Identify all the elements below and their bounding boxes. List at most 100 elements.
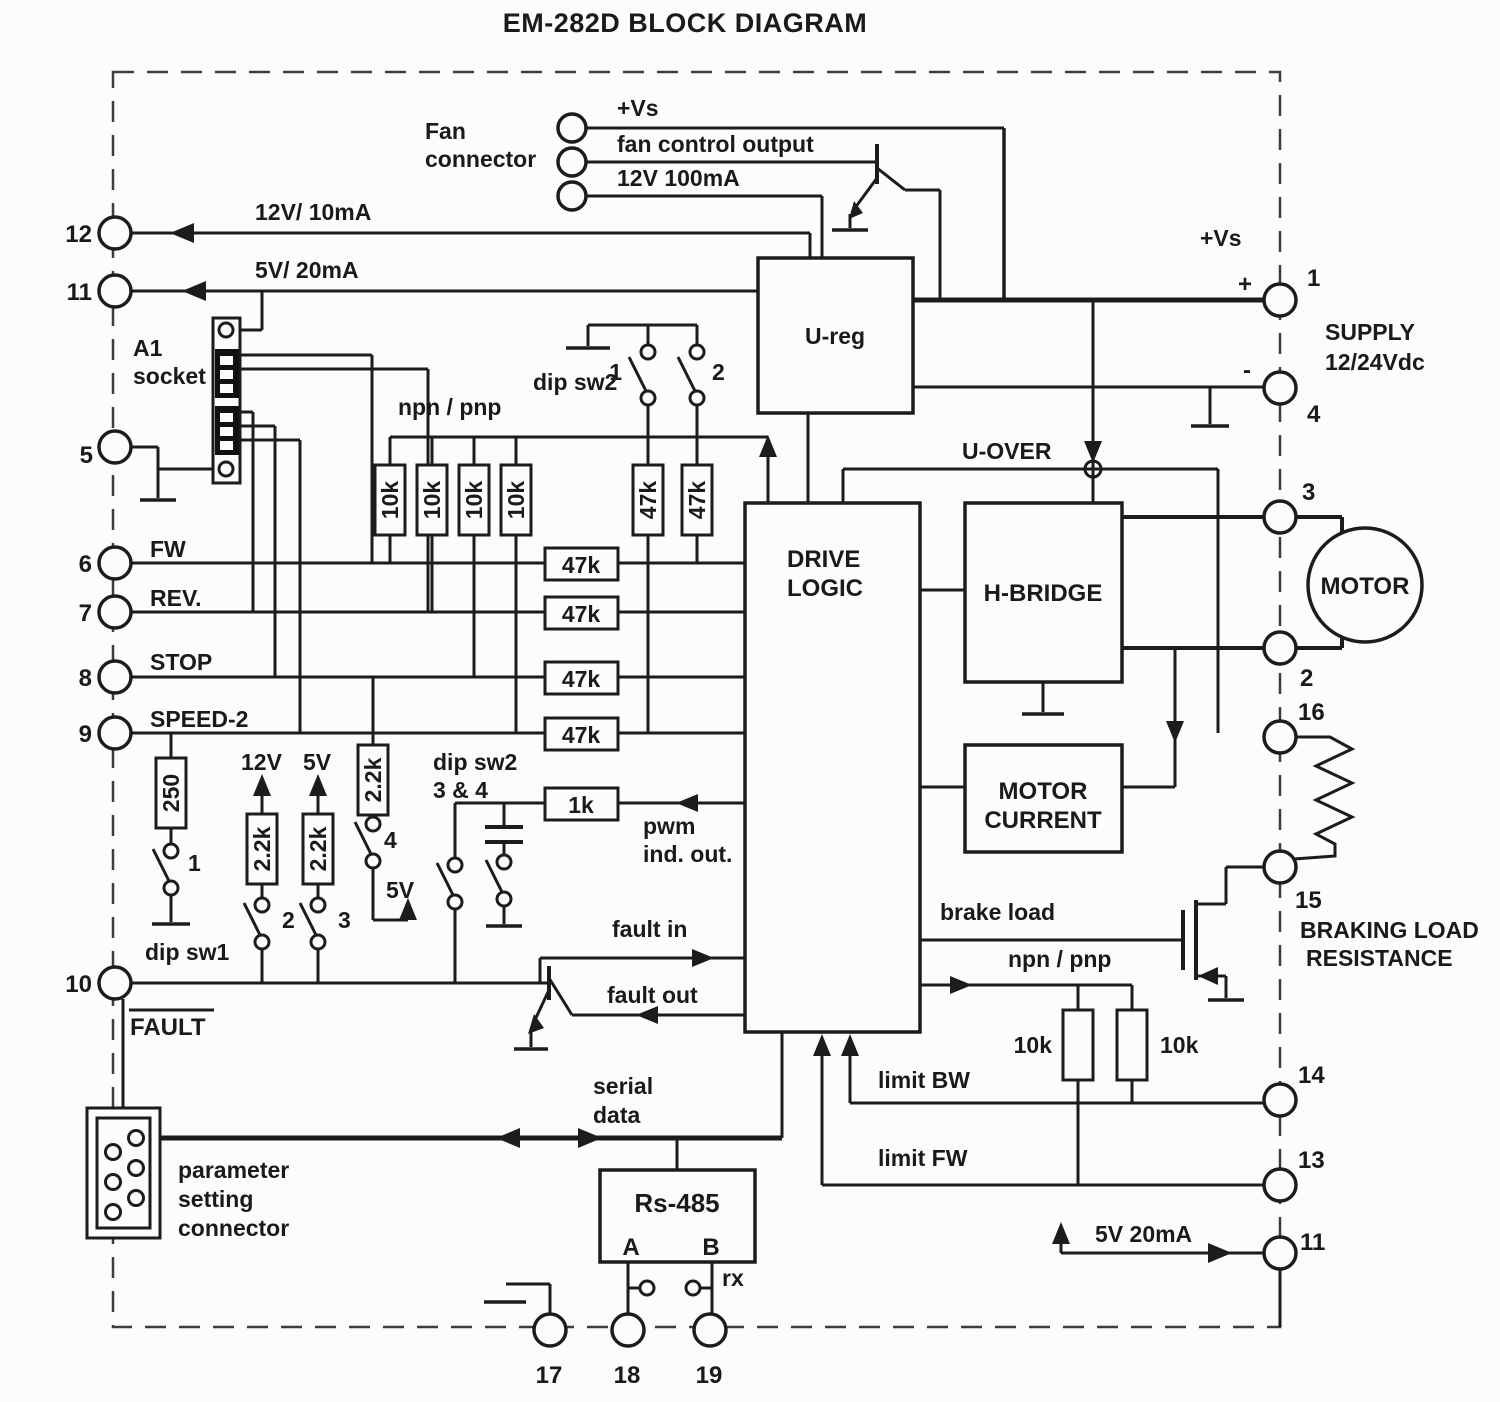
- resistor-47k-v2: 47k: [684, 481, 710, 520]
- terminal-pads: [97, 215, 1298, 1348]
- terminal-7-num: 7: [79, 600, 92, 627]
- resistor-10k-limit-right: 10k: [1160, 1032, 1199, 1058]
- terminal-1-pad: [1262, 282, 1298, 318]
- resistor-47k-rev: 47k: [562, 601, 601, 627]
- terminal-2-num: 2: [1300, 665, 1313, 692]
- param-label-2: setting: [178, 1186, 253, 1212]
- label-plus: +: [1238, 271, 1252, 298]
- param-label-1: parameter: [178, 1157, 289, 1183]
- rs485-pin-b: B: [702, 1234, 719, 1261]
- label-rail-12v: 12V: [241, 749, 283, 775]
- parameter-connector: [85, 1106, 162, 1240]
- terminal-18-num: 18: [614, 1362, 641, 1389]
- fan-pin-ctrl: fan control output: [617, 131, 814, 157]
- label-stop: STOP: [150, 649, 212, 675]
- fan-pin-vs: +Vs: [617, 95, 659, 121]
- label-12v-10ma: 12V/ 10mA: [255, 199, 371, 225]
- label-sw2-4: 4: [384, 827, 397, 853]
- resistor-47k-fw: 47k: [562, 552, 601, 578]
- resistor-2k2-sw4: 2.2k: [360, 757, 386, 802]
- label-fault: FAULT: [130, 1014, 206, 1041]
- terminal-16-pad: [1262, 719, 1298, 755]
- a1-socket-label-2: socket: [133, 363, 206, 389]
- label-sw1-3: 3: [338, 907, 351, 933]
- resistor-47k-speed: 47k: [562, 722, 601, 748]
- rs485-block: [598, 1168, 757, 1264]
- terminal-12-pad: [97, 215, 133, 251]
- label-rail-5v-sw4: 5V: [386, 877, 415, 903]
- terminal-6-num: 6: [79, 551, 92, 578]
- a1-socket-label-1: A1: [133, 335, 163, 361]
- resistor-1k: 1k: [568, 792, 594, 818]
- terminal-17-pad: [532, 1312, 568, 1348]
- terminal-14-pad: [1262, 1082, 1298, 1118]
- label-rev: REV.: [150, 585, 202, 611]
- label-limit-bw: limit BW: [878, 1067, 970, 1093]
- terminal-5-pad: [97, 429, 133, 465]
- terminal-10-num: 10: [65, 971, 92, 998]
- terminal-17-num: 17: [536, 1362, 563, 1389]
- terminal-16-num: 16: [1298, 699, 1325, 726]
- terminal-3-pad: [1262, 499, 1298, 535]
- label-dip-sw1: dip sw1: [145, 939, 230, 965]
- terminal-8-num: 8: [79, 665, 92, 692]
- motor-current-label-1: MOTOR: [999, 778, 1088, 805]
- terminal-15-num: 15: [1295, 887, 1322, 914]
- fan-connector: [556, 112, 588, 212]
- param-label-3: connector: [178, 1215, 289, 1241]
- terminal-15-pad: [1262, 849, 1298, 885]
- label-vs-right: +Vs: [1200, 225, 1242, 251]
- terminal-19-pad: [692, 1312, 728, 1348]
- terminal-9-pad: [97, 715, 133, 751]
- terminal-13-pad: [1262, 1167, 1298, 1203]
- label-5v-20ma: 5V/ 20mA: [255, 257, 359, 283]
- terminal-11b-pad: [1262, 1235, 1298, 1271]
- label-braking-2: RESISTANCE: [1306, 945, 1453, 971]
- terminal-13-num: 13: [1298, 1147, 1325, 1174]
- terminal-1-num: 1: [1307, 265, 1320, 292]
- terminal-4-pad: [1262, 370, 1298, 406]
- label-dip-sw2: dip sw2: [533, 369, 617, 395]
- terminal-11-pad: [97, 273, 133, 309]
- rx-jumper-pin-b: [684, 1279, 702, 1297]
- u-over-label: U-OVER: [962, 438, 1052, 464]
- resistor-250: 250: [158, 774, 184, 812]
- diagram-title: EM-282D BLOCK DIAGRAM: [503, 8, 868, 38]
- resistor-10k-3: 10k: [461, 481, 487, 520]
- resistor-47k-v1: 47k: [635, 481, 661, 520]
- label-minus: -: [1243, 357, 1251, 384]
- label-sw1-2: 2: [282, 907, 295, 933]
- label-dipsw2-34b: 3 & 4: [433, 777, 488, 803]
- terminal-12-num: 12: [65, 221, 92, 248]
- motor-current-block: [963, 743, 1124, 854]
- label-speed2: SPEED-2: [150, 706, 248, 732]
- label-supply-1: SUPPLY: [1325, 319, 1415, 345]
- label-supply-2: 12/24Vdc: [1325, 349, 1425, 375]
- resistor-10k-4: 10k: [503, 481, 529, 520]
- label-sw2-2: 2: [712, 359, 725, 385]
- resistors: 10k 10k 10k 10k 47k 47k 47k 47k 47k 47k …: [154, 463, 1199, 1082]
- motor-current-label-2: CURRENT: [984, 807, 1102, 834]
- terminal-14-num: 14: [1298, 1062, 1325, 1089]
- resistor-2k2-5v: 2.2k: [305, 826, 331, 871]
- terminal-9-num: 9: [79, 721, 92, 748]
- terminal-6-pad: [97, 545, 133, 581]
- terminal-11-num: 11: [67, 279, 92, 306]
- label-pwm-2: ind. out.: [643, 841, 732, 867]
- label-rx: rx: [722, 1265, 744, 1291]
- label-fw: FW: [150, 536, 186, 562]
- drive-logic-block: [743, 501, 922, 1034]
- label-npn-pnp-top: npn / pnp: [398, 394, 501, 420]
- label-5v-20ma-bottom: 5V 20mA: [1095, 1221, 1192, 1247]
- label-rail-5v: 5V: [303, 749, 332, 775]
- h-bridge-label: H-BRIDGE: [984, 580, 1103, 607]
- a1-socket: [211, 316, 242, 485]
- label-sw2-1: 1: [609, 359, 622, 385]
- drive-logic-label-1: DRIVE: [787, 546, 860, 573]
- fan-pin-12v: 12V 100mA: [617, 165, 740, 191]
- fan-label-1: Fan: [425, 118, 466, 144]
- label-limit-fw: limit FW: [878, 1145, 968, 1171]
- resistor-47k-stop: 47k: [562, 666, 601, 692]
- terminal-10-pad: [97, 965, 133, 1001]
